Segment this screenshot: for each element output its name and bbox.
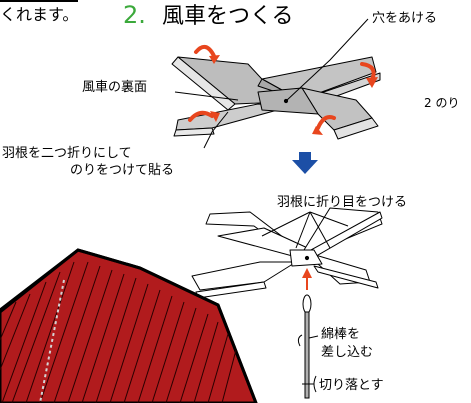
- up-arrow-icon: [302, 268, 312, 290]
- roof-highlight: [39, 279, 65, 403]
- leader-fold-glue: [203, 111, 229, 149]
- label-cotton-line2: 差し込む: [321, 345, 374, 360]
- leader-cotton: [297, 334, 303, 347]
- label-cut-off: 切り落とす: [319, 378, 384, 393]
- label-crease: 羽根に折り目をつける: [277, 195, 408, 210]
- leader-make-hole: [285, 18, 369, 102]
- blade-lower-left-fold: [173, 127, 215, 137]
- label-fold-glue-line1: 羽根を二つ折りにして: [2, 146, 132, 161]
- cotton-swab: [297, 294, 319, 399]
- blade-lower-right-fold: [333, 117, 379, 140]
- curved-arrow-head: [312, 126, 323, 135]
- label-make-hole: 穴をあける: [372, 11, 438, 26]
- step-number: 2.: [123, 1, 146, 29]
- label-cotton-line1: 綿棒を: [321, 327, 361, 342]
- step-title: 風車をつくる: [162, 4, 294, 29]
- roof-tile-lines: [0, 261, 237, 403]
- label-glue-side-note: 2 のり: [424, 96, 460, 110]
- curved-arrow-head: [210, 111, 220, 122]
- label-fold-glue-line2: のりをつけて貼る: [70, 163, 175, 178]
- roof: [0, 248, 258, 403]
- curved-arrow-head: [366, 77, 378, 88]
- label-back-side: 風車の裏面: [82, 80, 148, 95]
- pinwheel-bottom: [191, 207, 383, 299]
- curved-arrow-head: [209, 55, 220, 64]
- curved-arrow-icon: [194, 44, 216, 58]
- pinwheel-hole: [304, 255, 310, 261]
- curved-arrow-icon: [188, 110, 214, 122]
- down-arrow-icon: [292, 152, 318, 174]
- leader-back-side: [174, 91, 239, 101]
- roof-ridge: [0, 248, 258, 403]
- leader-cut-off: [313, 375, 317, 393]
- leader-lines-top: [174, 18, 369, 149]
- leader-lines-crease: [261, 211, 349, 249]
- header-cut-text: くれます。: [0, 5, 79, 24]
- pinwheel-top: [171, 56, 381, 140]
- blade-lower-right-fold: [313, 265, 379, 289]
- curved-arrow-icon: [316, 115, 336, 130]
- blade-lower-left: [191, 261, 297, 291]
